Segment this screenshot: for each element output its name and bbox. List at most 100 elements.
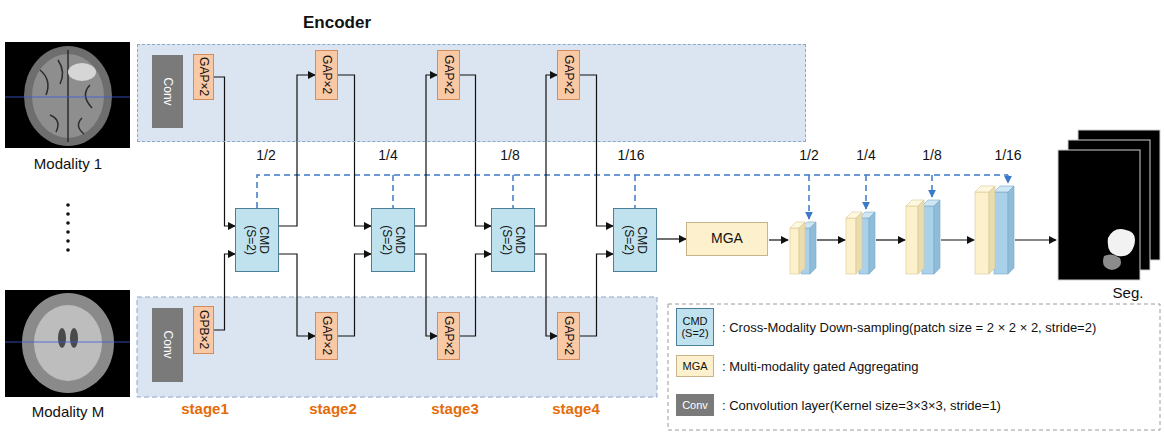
cmd-block: CMD (S=2) (491, 208, 535, 272)
block-label: MGA (711, 231, 743, 246)
gap-block: GAP×2 (557, 312, 580, 360)
flow-arrow (535, 75, 557, 226)
decoder-blocks (790, 186, 1014, 274)
legend-box (668, 304, 1160, 430)
skip-line (512, 175, 514, 208)
block-label: GAP×2 (320, 316, 333, 355)
volume-face (856, 212, 862, 274)
volume-face (810, 222, 816, 274)
crosshair-line (5, 97, 130, 98)
mga-block: MGA (686, 222, 768, 256)
feature-volume (846, 212, 862, 274)
block-label: GAP×2 (442, 55, 455, 94)
flow-arrow (1015, 239, 1056, 240)
block-label: CMD (S=2) (500, 216, 526, 264)
image-ground (5, 42, 130, 148)
flow-arrow (657, 238, 686, 239)
image-ground (5, 290, 130, 397)
skip-arrow (1007, 175, 1009, 183)
block-label: Conv (161, 331, 174, 359)
cmd-block: CMD (S=2) (371, 208, 415, 272)
mri-image (5, 42, 130, 148)
flow-arrow (415, 254, 437, 336)
crosshair-line (5, 342, 130, 343)
dot (66, 230, 70, 234)
stage-label: stage2 (309, 400, 357, 417)
flow-arrow (876, 239, 905, 240)
skip-line (257, 175, 1008, 208)
volume-face (790, 228, 799, 274)
scale-label: 1/2 (256, 147, 275, 163)
dot (66, 212, 70, 216)
cmd-block: CMD (S=2) (235, 208, 279, 272)
volume-face (934, 200, 940, 274)
encoder-band-fill (137, 44, 806, 142)
stage-label: stage1 (181, 400, 229, 417)
scale-label: 1/8 (922, 147, 941, 163)
gap-block: GAP×2 (557, 50, 580, 100)
dot (66, 203, 70, 207)
legend-swatch: Conv (676, 394, 714, 416)
segmentation-output (1058, 130, 1160, 280)
section-heading: Encoder (303, 13, 371, 33)
tumor-region (1108, 229, 1135, 256)
ventricle (58, 328, 66, 348)
seg-slice (1058, 150, 1140, 280)
skip-arrow (865, 175, 867, 209)
feature-volume (994, 186, 1014, 274)
skip-arrow (931, 175, 933, 197)
lesion (68, 63, 96, 81)
block-label: GAP×2 (562, 316, 575, 355)
scale-label: 1/4 (378, 147, 397, 163)
block-label: Conv (161, 77, 174, 105)
flow-arrow (535, 254, 557, 336)
output-label: Seg. (1113, 284, 1144, 301)
feature-volume (922, 200, 940, 274)
flow-arrow (941, 239, 974, 240)
scale-label: 1/2 (799, 147, 818, 163)
ellipsis-dots (66, 203, 70, 252)
skip-arrow (808, 175, 810, 219)
block-label: CMD (S=2) (380, 216, 406, 264)
gap-block: GAP×2 (315, 50, 338, 100)
feature-volume (790, 222, 805, 274)
gap-block: GAP×2 (437, 312, 460, 360)
tumor-core (1103, 254, 1121, 270)
stage-label: stage3 (431, 400, 479, 417)
flow-arrow (460, 75, 491, 226)
skip-line (392, 175, 394, 208)
cmd-block: CMD (S=2) (613, 208, 657, 272)
conv-block: Conv (152, 55, 183, 128)
gap-block: GAP×2 (437, 50, 460, 100)
flow-arrow (460, 254, 491, 336)
legend-sample-text: MGA (678, 360, 712, 372)
volume-face (846, 218, 856, 274)
flow-arrow (279, 254, 315, 336)
legend-text: : Convolution layer(Kernel size=3×3×3, s… (722, 398, 1001, 413)
brain (22, 293, 114, 393)
gpb-block: GPB×2 (193, 306, 214, 354)
legend-sample-text: Conv (678, 399, 712, 411)
stage-label: stage4 (552, 400, 600, 417)
volume-face (975, 192, 989, 274)
volume-face (906, 206, 918, 274)
white-matter (34, 305, 102, 381)
volume-face (994, 192, 1008, 274)
encoder-band (137, 297, 657, 397)
flow-arrow (279, 75, 315, 226)
feature-volume (975, 186, 995, 274)
dot (66, 239, 70, 243)
block-label: GAP×2 (442, 316, 455, 355)
modality-label: Modality M (32, 403, 105, 420)
decoder-arrows (769, 239, 1056, 240)
scale-label: 1/8 (500, 147, 519, 163)
feature-volume (906, 200, 924, 274)
flow-arrow (580, 75, 613, 226)
ventricle (70, 328, 78, 348)
flow-arrow (817, 239, 845, 240)
legend-sample-text: CMD (S=2) (678, 315, 712, 339)
flow-arrow (580, 254, 613, 336)
volume-face (989, 186, 995, 274)
flow-arrow (214, 254, 235, 330)
